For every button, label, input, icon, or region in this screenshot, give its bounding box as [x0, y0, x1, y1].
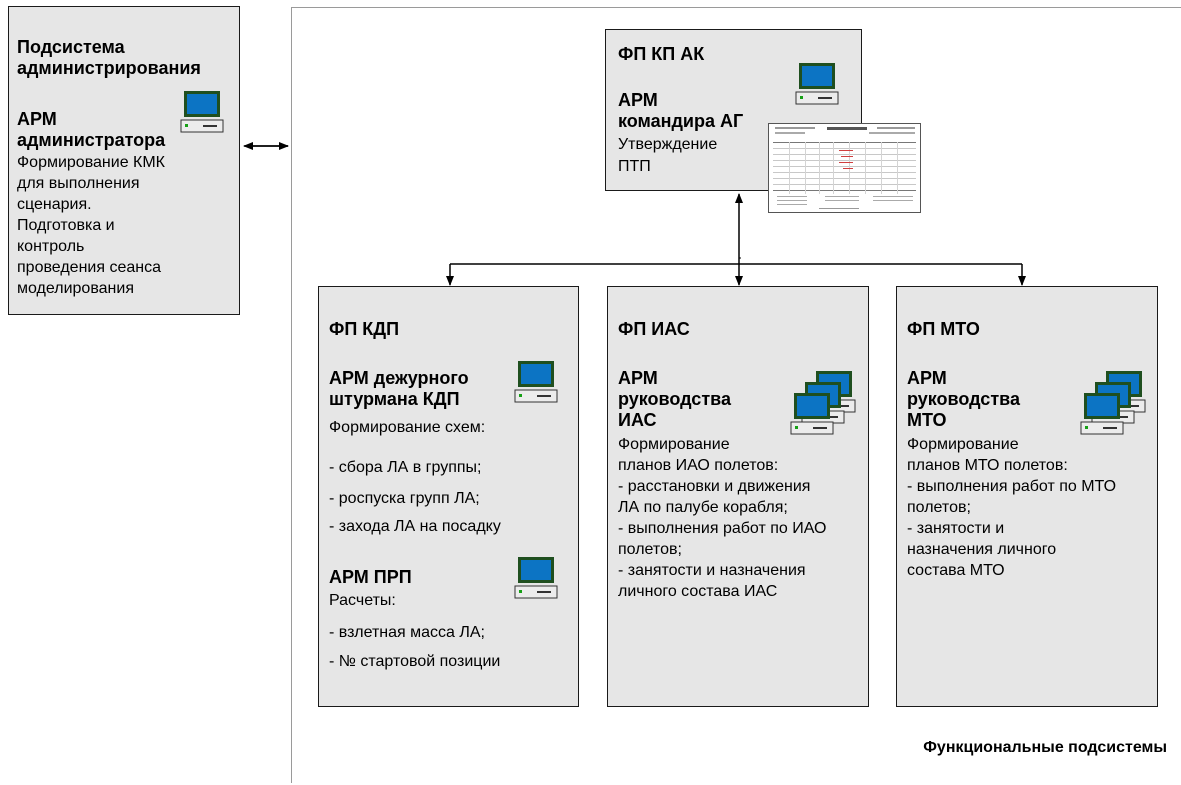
computer-icon — [514, 361, 558, 403]
fp-kdp-arm2-item-1: - взлетная масса ЛА; — [329, 624, 485, 641]
fp-mto-arm-line2: руководства — [907, 389, 1020, 409]
fp-mto-box: ФП МТО АРМ руководства МТО Формирование … — [896, 286, 1158, 707]
admin-desc-2: для выполнения — [17, 175, 140, 192]
fp-ias-title: ФП ИАС — [618, 319, 690, 339]
fp-mto-title: ФП МТО — [907, 319, 980, 339]
fp-kp-arm-line1: АРМ — [618, 90, 658, 110]
fp-mto-arm-line3: МТО — [907, 410, 947, 430]
computer-icon — [795, 63, 839, 105]
fp-kp-title: ФП КП АК — [618, 44, 705, 64]
fp-kdp-arm1-line2: штурмана КДП — [329, 389, 460, 409]
fp-mto-desc-5: - занятости и — [907, 520, 1005, 537]
fp-kdp-arm1-line1: АРМ дежурного — [329, 368, 469, 388]
functional-subsystems-label: Функциональные подсистемы — [923, 739, 1167, 756]
admin-desc-3: сценария. — [17, 196, 92, 213]
fp-ias-arm-line2: руководства — [618, 389, 731, 409]
fp-ias-arm-line3: ИАС — [618, 410, 657, 430]
fp-kdp-arm2-intro: Расчеты: — [329, 592, 396, 609]
fp-kdp-arm2-title: АРМ ПРП — [329, 567, 412, 587]
fp-kdp-arm1-item-1: - сбора ЛА в группы; — [329, 459, 482, 476]
admin-arm-line2: администратора — [17, 130, 166, 150]
admin-arm-line1: АРМ — [17, 109, 57, 129]
computer-stack-icon — [1080, 371, 1146, 435]
fp-kp-desc-1: Утверждение — [618, 136, 718, 153]
fp-ias-desc-4: ЛА по палубе корабля; — [618, 499, 788, 516]
fp-kdp-title: ФП КДП — [329, 319, 400, 339]
fp-kp-desc-2: ПТП — [618, 158, 651, 175]
computer-stack-icon — [790, 371, 856, 435]
fp-mto-desc-6: назначения личного — [907, 541, 1057, 558]
fp-mto-desc-3: - выполнения работ по МТО — [907, 478, 1117, 495]
fp-ias-arm-line1: АРМ — [618, 368, 658, 388]
fp-mto-arm-line1: АРМ — [907, 368, 947, 388]
admin-desc-5: контроль — [17, 238, 85, 255]
fp-ias-desc-1: Формирование — [618, 436, 730, 453]
fp-kdp-arm1-intro: Формирование схем: — [329, 419, 486, 436]
admin-title-line1: Подсистема — [17, 37, 125, 57]
fp-kdp-arm1-item-2: - роспуска групп ЛА; — [329, 490, 480, 507]
admin-desc-6: проведения сеанса — [17, 259, 161, 276]
document-icon — [768, 123, 921, 213]
computer-icon — [180, 91, 224, 133]
fp-ias-desc-7: - занятости и назначения — [618, 562, 806, 579]
computer-icon — [514, 557, 558, 599]
fp-ias-box: ФП ИАС АРМ руководства ИАС Формирование … — [607, 286, 869, 707]
fp-ias-desc-3: - расстановки и движения — [618, 478, 811, 495]
fp-mto-desc-1: Формирование — [907, 436, 1019, 453]
admin-desc-4: Подготовка и — [17, 217, 115, 234]
admin-subsystem-box: Подсистема администрирования АРМ админис… — [8, 6, 240, 315]
fp-mto-desc-2: планов МТО полетов: — [907, 457, 1068, 474]
fp-ias-desc-5: - выполнения работ по ИАО — [618, 520, 827, 537]
fp-kdp-arm2-item-2: - № стартовой позиции — [329, 653, 501, 670]
fp-ias-desc-8: личного состава ИАС — [618, 583, 778, 600]
fp-kdp-arm1-item-3: - захода ЛА на посадку — [329, 518, 501, 535]
fp-ias-desc-2: планов ИАО полетов: — [618, 457, 779, 474]
admin-title-line2: администрирования — [17, 58, 201, 78]
fp-mto-desc-7: состава МТО — [907, 562, 1005, 579]
fp-mto-desc-4: полетов; — [907, 499, 971, 516]
fp-kp-arm-line2: командира АГ — [618, 111, 744, 131]
functional-subsystems-region — [291, 7, 1181, 783]
admin-desc-1: Формирование КМК — [17, 154, 165, 171]
fp-ias-desc-6: полетов; — [618, 541, 682, 558]
fp-kdp-box: ФП КДП АРМ дежурного штурмана КДП Формир… — [318, 286, 579, 707]
admin-desc-7: моделирования — [17, 280, 134, 297]
